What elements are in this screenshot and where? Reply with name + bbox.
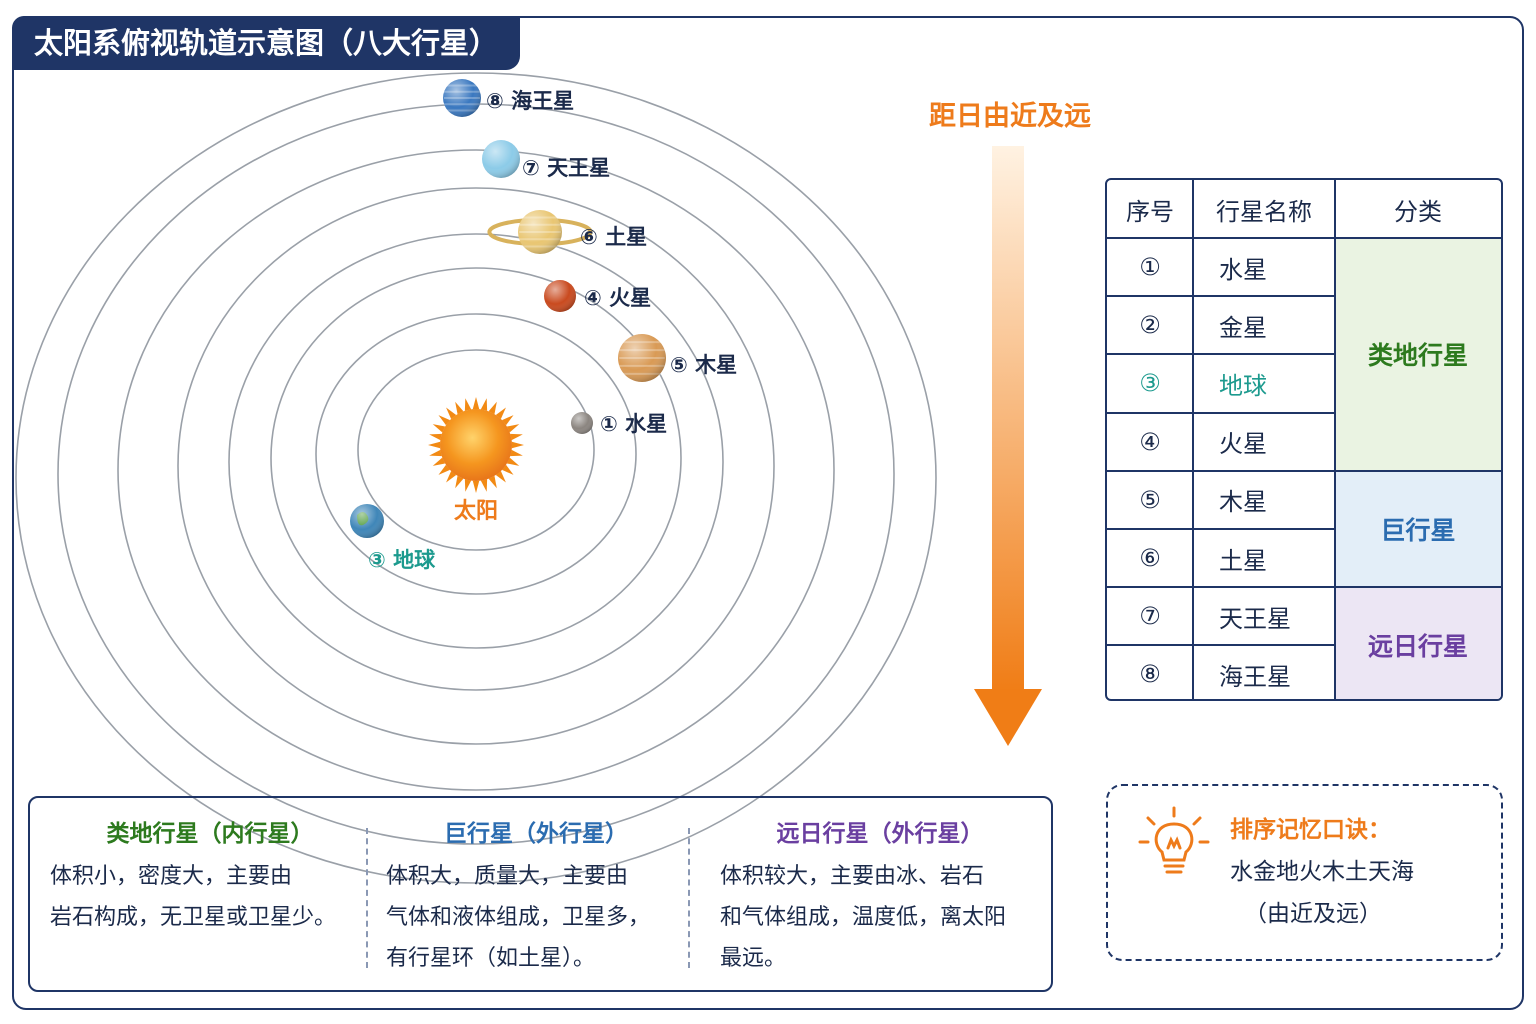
category-cell: 类地行星: [1335, 238, 1501, 471]
table-grid-line: [1107, 237, 1501, 239]
planet-neptune: ⑧ 海王星: [443, 79, 574, 117]
planet-mars: ④ 火星: [544, 280, 651, 312]
info-ice-body: 体积较大，主要由冰、岩石 和气体组成，温度低，离太阳 最远。: [720, 864, 1007, 971]
page-title: 太阳系俯视轨道示意图（八大行星）: [12, 16, 521, 70]
planet-label-mercury: ① 水星: [600, 412, 667, 436]
table-grid-line: [1192, 180, 1194, 699]
table-grid-line: [1335, 586, 1501, 589]
planet-label-uranus: ⑦ 天王星: [522, 156, 610, 180]
info-giant-title: 巨行星（外行星）: [444, 821, 628, 847]
table-grid-line: [1107, 528, 1335, 530]
planet-mercury: ① 水星: [571, 412, 667, 436]
info-giant-body: 体积大，质量大，主要由 气体和液体组成，卫星多， 有行星环（如土星）。: [386, 864, 651, 971]
orbit-ring: [15, 72, 937, 884]
info-terrestrial-body: 体积小，密度大，主要由 岩石构成，无卫星或卫星少。: [50, 864, 337, 930]
planet-label-saturn: ⑥ 土星: [580, 225, 647, 249]
table-grid-line: [1107, 469, 1335, 472]
planet-label-earth: ③ 地球: [368, 548, 436, 572]
planet-earth: ③ 地球: [350, 504, 436, 572]
info-ice-title: 远日行星（外行星）: [776, 821, 984, 847]
sun-rays: [428, 397, 524, 493]
category-cell: 远日行星: [1335, 587, 1501, 699]
table-header: 序号: [1126, 197, 1174, 226]
table-grid-line: [1335, 469, 1501, 472]
table-grid-line: [1107, 644, 1335, 647]
table-row-name: 土星: [1219, 546, 1267, 575]
table-row-number: ③: [1139, 369, 1161, 398]
info-divider: [366, 828, 368, 968]
category-info-box: 类地行星（内行星） 体积小，密度大，主要由 岩石构成，无卫星或卫星少。 巨行星（…: [28, 796, 1053, 992]
planet-label-jupiter: ⑤ 木星: [670, 353, 737, 377]
table-row-number: ⑧: [1139, 660, 1161, 689]
orbit-ring: [228, 233, 724, 691]
table-header: 分类: [1394, 197, 1442, 226]
table-grid-line: [1334, 180, 1336, 699]
table-row-name: 火星: [1219, 430, 1267, 459]
table-grid-line: [1107, 295, 1335, 298]
distance-arrow-shaft: [992, 146, 1024, 691]
table-row-number: ⑥: [1139, 544, 1161, 573]
table-row-number: ⑦: [1139, 602, 1161, 631]
table-grid-line: [1107, 586, 1335, 589]
orbit-ring: [357, 349, 595, 551]
table-row-name: 海王星: [1219, 662, 1291, 691]
lightbulb-icon: [1138, 806, 1210, 874]
page-frame: [12, 16, 1524, 1010]
planet-label-mars: ④ 火星: [584, 286, 651, 310]
info-giant: 巨行星（外行星） 体积大，质量大，主要由 气体和液体组成，卫星多， 有行星环（如…: [386, 814, 686, 979]
table-row-name: 水星: [1219, 255, 1267, 284]
planet-jupiter: ⑤ 木星: [618, 334, 737, 382]
info-terrestrial: 类地行星（内行星） 体积小，密度大，主要由 岩石构成，无卫星或卫星少。: [50, 814, 370, 938]
planet-saturn: ⑥ 土星: [487, 210, 647, 254]
table-row-name: 天王星: [1219, 604, 1291, 633]
info-ice: 远日行星（外行星） 体积较大，主要由冰、岩石 和气体组成，温度低，离太阳 最远。: [720, 814, 1040, 979]
orbit-ring: [270, 267, 682, 649]
table-row-name: 金星: [1219, 313, 1267, 342]
mnemonic-text: 水金地火木土天海: [1230, 859, 1414, 885]
table-row-number: ⑤: [1139, 485, 1161, 514]
distance-arrow-head: [974, 689, 1042, 746]
orbit-ring: [177, 187, 775, 745]
table-header: 行星名称: [1216, 197, 1312, 226]
orbit-ring: [117, 149, 835, 791]
table-row-number: ①: [1139, 253, 1161, 282]
distance-arrow-label: 距日由近及远: [929, 101, 1091, 132]
planet-label-neptune: ⑧ 海王星: [486, 89, 574, 113]
mnemonic-title: 排序记忆口诀：: [1230, 817, 1391, 843]
table-row-name: 木星: [1219, 488, 1267, 517]
sun-icon: [440, 409, 512, 481]
info-terrestrial-title: 类地行星（内行星）: [106, 821, 314, 847]
table-grid-line: [1107, 353, 1335, 356]
planet-table: 类地行星巨行星远日行星 序号 行星名称 分类 ① 水星 ② 金星 ③ 地球 ④ 火星 ⑤ 木星 ⑥ 土星 ⑦ 天王…: [1105, 178, 1503, 701]
table-row-name: 地球: [1219, 371, 1267, 400]
planet-uranus: ⑦ 天王星: [482, 140, 610, 180]
orbit-ring: [315, 313, 637, 595]
table-row-number: ②: [1139, 311, 1161, 340]
info-divider: [688, 828, 690, 968]
table-row-number: ④: [1139, 427, 1161, 456]
mnemonic-box: 排序记忆口诀： 水金地火木土天海 （由近及远）: [1106, 784, 1503, 961]
sun-label: 太阳: [454, 499, 498, 524]
category-cell: 巨行星: [1335, 470, 1501, 588]
mnemonic-subtitle: （由近及远）: [1244, 901, 1382, 927]
table-grid-line: [1107, 411, 1335, 414]
